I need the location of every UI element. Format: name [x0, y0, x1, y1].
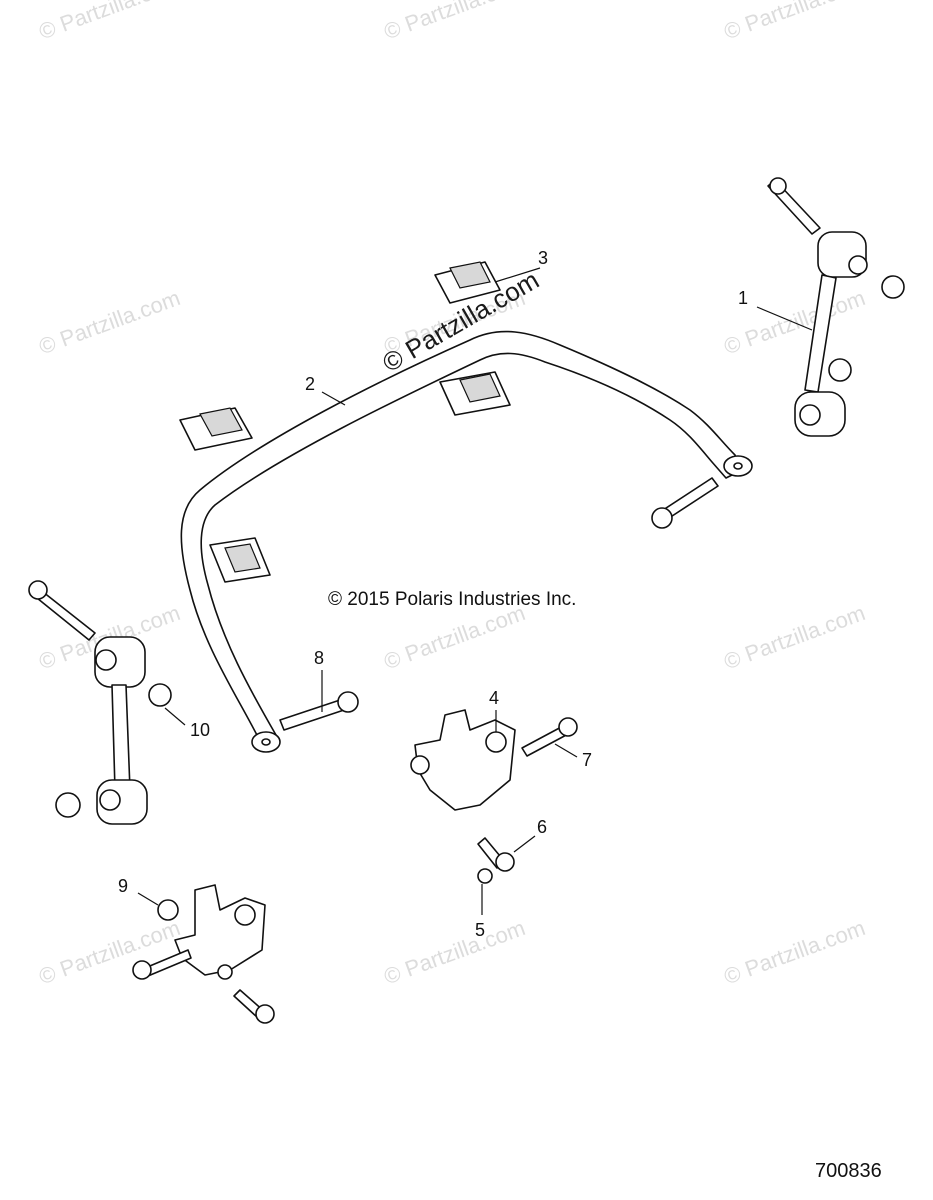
bolt-8: [279, 691, 359, 731]
right-nut: [881, 275, 905, 299]
clamp-4: [410, 709, 516, 811]
leader-3: [494, 267, 541, 283]
left-upper-bolt: [28, 580, 96, 641]
bushing: [434, 261, 501, 304]
leader-7: [554, 743, 578, 758]
leader-9: [137, 892, 159, 906]
bar-end-bolt: [651, 477, 719, 529]
right-link: [794, 231, 868, 437]
bushing: [439, 371, 511, 416]
bolt-6: [477, 837, 515, 872]
callout-3: 3: [538, 248, 549, 268]
callout-10: 10: [190, 720, 211, 740]
right-upper-bolt: [767, 177, 821, 235]
lower-bolt-right: [233, 989, 275, 1024]
callout-4: 4: [489, 688, 500, 708]
callout-8: 8: [314, 648, 325, 668]
fitting-5: [477, 868, 493, 884]
bushing: [179, 407, 253, 451]
stabilizer-bar: [180, 330, 753, 753]
callout-7: 7: [582, 750, 593, 770]
bolt-7: [521, 717, 578, 757]
lower-fitting: [217, 964, 233, 980]
leader-1: [756, 306, 813, 331]
left-link: [94, 636, 148, 825]
bushing: [209, 537, 271, 583]
leader-10: [164, 707, 186, 726]
left-nut-lower: [55, 792, 81, 818]
lower-bolt-left: [132, 949, 192, 980]
leader-6: [513, 835, 536, 853]
figure-number: 700836: [815, 1160, 882, 1182]
right-nut-lower: [828, 358, 852, 382]
callout-5: 5: [475, 920, 486, 940]
copyright-notice: © 2015 Polaris Industries Inc.: [328, 589, 577, 610]
callout-6: 6: [537, 817, 548, 837]
callout-9: 9: [118, 876, 129, 896]
leader-2: [321, 391, 346, 406]
clamp-lower: [157, 884, 266, 976]
left-nut: [148, 683, 172, 707]
callout-2: 2: [305, 374, 316, 394]
callout-1: 1: [738, 288, 749, 308]
